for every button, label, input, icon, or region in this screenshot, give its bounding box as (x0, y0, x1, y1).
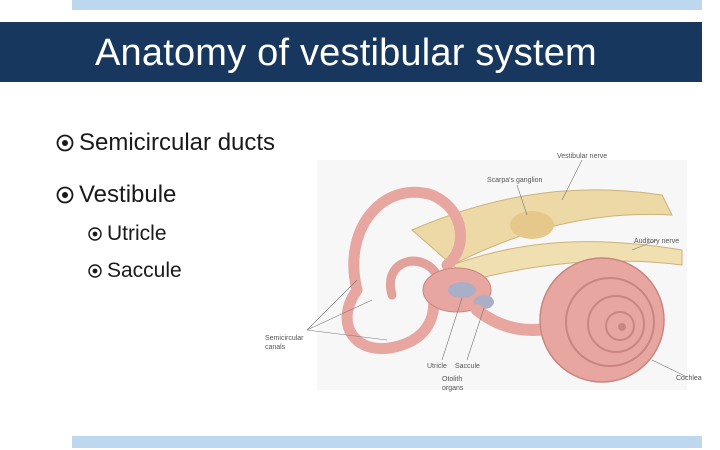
bullet-text: Utricle (107, 222, 167, 245)
cochlea-turn-outer (565, 277, 655, 367)
bullet-saccule: Saccule (87, 259, 182, 283)
utricle-macula-shape (448, 282, 476, 298)
bullet-text: Saccule (107, 259, 182, 282)
cochlea-turn-inner (605, 311, 635, 341)
cochlea-apex (618, 323, 626, 331)
auditory-nerve-shape (450, 241, 683, 281)
label-vestibular-nerve: Vestibular nerve (557, 153, 607, 160)
label-otolith-line2: organs (442, 385, 464, 392)
cochlea-shape (539, 257, 665, 383)
bottom-accent-strip (72, 436, 702, 448)
circled-dot-icon (88, 227, 102, 241)
label-scarpas-ganglion: Scarpa's ganglion (487, 177, 543, 184)
circled-dot-icon (56, 186, 74, 204)
title-bar (0, 22, 702, 82)
label-cochlea: Cochlea (676, 375, 702, 382)
inner-ear-illustration: Vestibular nerve Scarpa's ganglion Audit… (265, 153, 702, 392)
lateral-canal-shape (385, 256, 442, 300)
slide-title: Anatomy of vestibular system (95, 32, 597, 74)
bullet-text: Vestibule (79, 181, 177, 208)
label-utricle: Utricle (427, 363, 447, 370)
circled-dot-icon (88, 264, 102, 278)
bullet-semicircular-ducts: Semicircular ducts (55, 129, 275, 157)
posterior-canal-shape (341, 284, 440, 355)
cochlea-turn-middle (587, 295, 645, 353)
label-otolith-line1: Otolith (442, 376, 462, 383)
bullet-utricle: Utricle (87, 222, 167, 246)
anterior-canal-shape (348, 186, 466, 296)
scarpas-ganglion-shape (510, 211, 554, 239)
label-auditory-nerve: Auditory nerve (634, 238, 679, 245)
bullet-text: Semicircular ducts (79, 129, 276, 156)
circled-dot-icon (56, 134, 74, 152)
bullet-vestibule: Vestibule (55, 181, 176, 209)
label-saccule: Saccule (455, 363, 480, 370)
top-accent-strip (72, 0, 702, 10)
label-semicircular-canals-line1: Semicircular (265, 335, 304, 342)
label-semicircular-canals-line2: canals (265, 344, 286, 351)
